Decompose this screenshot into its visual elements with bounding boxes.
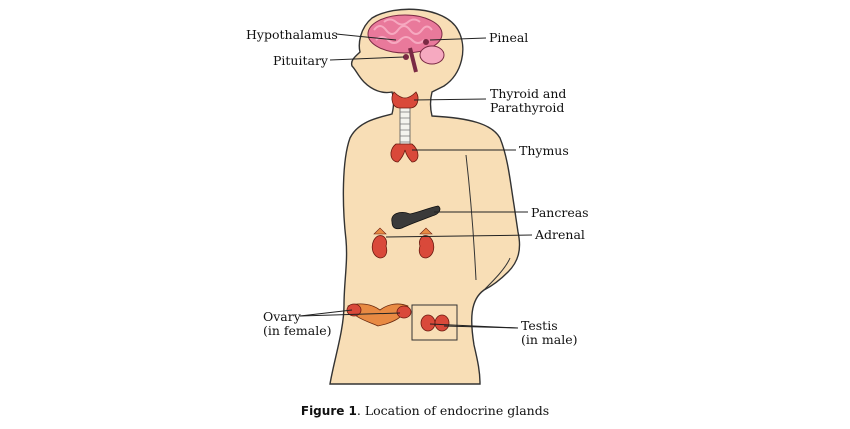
label-ovary-line1: Ovary — [263, 309, 301, 324]
figure-caption: Figure 1. Location of endocrine glands — [0, 403, 850, 418]
ovary-left — [346, 303, 362, 317]
kidney-right — [418, 235, 435, 259]
label-pancreas: Pancreas — [531, 205, 589, 220]
body-silhouette — [329, 8, 521, 385]
label-pituitary: Pituitary — [273, 53, 328, 68]
kidney-left — [371, 235, 388, 259]
leader-pineal — [429, 37, 487, 41]
label-thyroid-line2: Parathyroid — [490, 100, 565, 115]
testis-right — [434, 314, 450, 332]
thyroid-gland — [391, 91, 419, 109]
leader-testis-2 — [443, 325, 519, 329]
leader-lines — [299, 33, 533, 329]
leader-adrenal-1 — [385, 234, 533, 238]
label-testis-line1: Testis — [521, 318, 558, 333]
thymus-gland — [390, 143, 419, 163]
label-thyroid-line1: Thyroid and — [490, 86, 567, 101]
brain-folds — [373, 18, 433, 44]
leader-hypothalamus — [335, 33, 397, 41]
label-testis-line2: (in male) — [521, 332, 578, 347]
pancreas-gland — [391, 205, 441, 230]
leader-ovary-2 — [299, 312, 401, 317]
label-pineal: Pineal — [489, 30, 529, 45]
pituitary-gland — [403, 54, 409, 60]
leader-ovary-1 — [299, 309, 353, 317]
testis-box — [411, 304, 458, 341]
leader-pituitary — [329, 56, 405, 61]
arm-hand — [483, 257, 511, 291]
label-thymus: Thymus — [519, 143, 569, 158]
adrenal-left — [373, 227, 387, 235]
pineal-gland — [423, 39, 429, 45]
brainstem — [408, 47, 418, 73]
label-ovary-line2: (in female) — [263, 323, 332, 338]
arm-crease — [465, 154, 477, 281]
label-adrenal: Adrenal — [535, 227, 585, 242]
caption-prefix: Figure 1 — [300, 404, 357, 418]
caption-text: . Location of endocrine glands — [356, 403, 550, 418]
trachea-rings — [400, 111, 410, 143]
label-hypothalamus: Hypothalamus — [246, 27, 338, 42]
uterus — [347, 303, 409, 327]
cerebellum — [419, 45, 445, 65]
ovary-right — [396, 305, 412, 319]
leader-thyroid — [413, 98, 487, 101]
adrenal-right — [419, 227, 433, 235]
testis-left — [420, 314, 436, 332]
